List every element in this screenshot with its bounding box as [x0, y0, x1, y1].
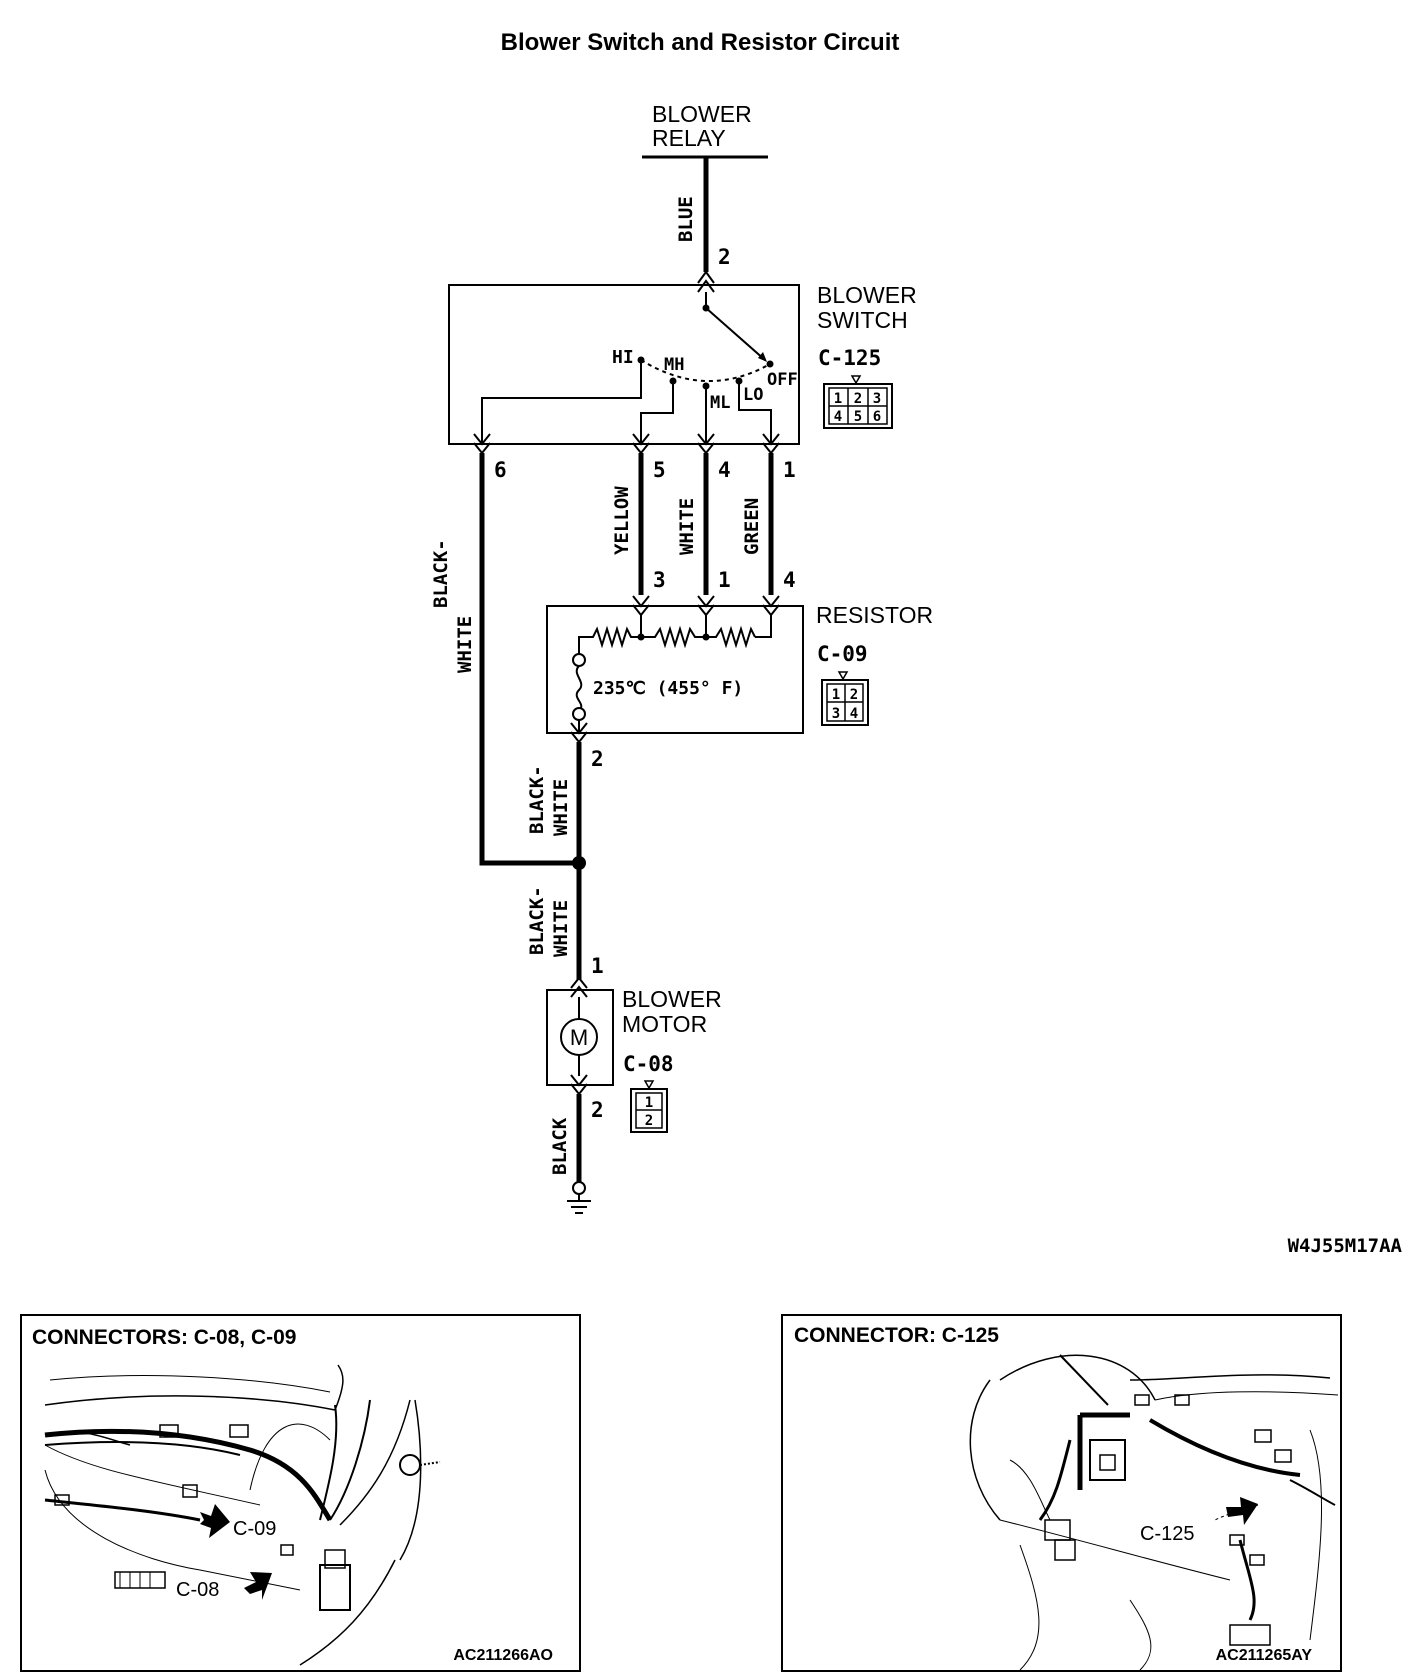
pos-off: OFF — [767, 370, 798, 390]
thermal-fuse-bottom — [572, 707, 586, 721]
svg-text:5: 5 — [854, 409, 862, 425]
svg-text:1: 1 — [645, 1095, 653, 1111]
switch-detent-arc — [640, 359, 771, 382]
panel-right-label-c125: C-125 — [1140, 1523, 1194, 1545]
leader-line-c125 — [1059, 1354, 1109, 1406]
wire-label-black: BLACK — [549, 1117, 571, 1175]
wire-label-bw-a1: BLACK- — [430, 539, 452, 608]
blower-switch: HI MH ML LO OFF BLOWER SWITCH C-125 1 2 … — [448, 270, 917, 455]
wire-label-bw-b1: BLACK- — [526, 765, 548, 834]
pin-res-3: 3 — [653, 568, 666, 592]
connector-location-panel-left: CONNECTORS: C-08, C-09 — [20, 1314, 581, 1672]
dashboard-harness-illustration-left — [44, 1364, 441, 1666]
blower-relay-label-line2: RELAY — [652, 125, 726, 151]
thermal-fuse-link — [575, 665, 583, 711]
blower-motor-label-line2: MOTOR — [622, 1011, 707, 1037]
connector-face-c08: 1 2 — [630, 1080, 668, 1133]
ground-symbol — [567, 1181, 591, 1214]
switch-lever-arrow — [758, 352, 767, 362]
blower-motor-connector-id: C-08 — [623, 1052, 674, 1076]
resistor-box — [546, 605, 804, 734]
wire-label-blue: BLUE — [675, 196, 697, 242]
pin-sw-6: 6 — [494, 458, 507, 482]
svg-text:2: 2 — [645, 1113, 653, 1129]
pin-res-1: 1 — [718, 568, 731, 592]
svg-text:1: 1 — [834, 391, 842, 407]
blower-switch-label-line1: BLOWER — [817, 282, 917, 308]
panel-left-label-c09: C-09 — [233, 1518, 276, 1540]
pos-lo: LO — [743, 385, 763, 405]
dashboard-harness-illustration-right — [969, 1354, 1339, 1671]
panel-right-code: AC211265AY — [1216, 1647, 1313, 1664]
blower-switch-box — [448, 284, 800, 445]
panel-right-frame — [781, 1314, 1342, 1672]
wire-label-bw-c2: WHITE — [550, 900, 572, 957]
switch-internal-mh — [640, 381, 674, 444]
panel-left-label-c08: C-08 — [176, 1579, 219, 1601]
switch-input-connector — [697, 270, 715, 293]
wire-label-bw-c1: BLACK- — [526, 886, 548, 955]
svg-text:4: 4 — [834, 409, 842, 425]
pin-res-2: 2 — [591, 747, 604, 771]
panel-right-title: CONNECTOR: C-125 — [794, 1324, 999, 1347]
connector-face-c09: 1 2 3 4 — [821, 671, 869, 726]
thermal-fuse-rating: 235℃ (455° F) — [593, 678, 743, 699]
arrow-c08 — [244, 1572, 272, 1600]
pin-sw-5: 5 — [653, 458, 666, 482]
pin-motor-1: 1 — [591, 954, 604, 978]
svg-text:6: 6 — [873, 409, 881, 425]
switch-internal-lo — [738, 381, 772, 444]
pin-motor-2: 2 — [591, 1098, 604, 1122]
svg-text:3: 3 — [873, 391, 881, 407]
motor-symbol-letter: M — [570, 1025, 588, 1050]
svg-text:1: 1 — [832, 687, 840, 703]
blower-relay-label-line1: BLOWER — [652, 101, 752, 127]
switch-lever — [705, 307, 766, 361]
pin-relay-2: 2 — [718, 245, 731, 269]
wire-label-green: GREEN — [741, 498, 763, 555]
pos-hi: HI — [612, 347, 634, 368]
blower-switch-label-line2: SWITCH — [817, 307, 908, 333]
motor-pin1-connector — [570, 976, 588, 998]
panel-left-frame — [20, 1314, 581, 1672]
resistor-label: RESISTOR — [816, 602, 933, 628]
resistor-coil-3 — [706, 625, 756, 649]
wire-black-white-switch — [479, 453, 579, 866]
switch-internal-hi — [481, 360, 642, 444]
connector-face-c125: 1 2 3 4 5 6 — [823, 375, 893, 429]
panel-left-code: AC211266AO — [453, 1647, 553, 1664]
resistor-coil-2 — [641, 625, 706, 649]
wire-label-bw-b2: WHITE — [550, 779, 572, 836]
splice-point — [572, 856, 586, 870]
resistor-coil-1 — [578, 625, 641, 654]
pin-sw-4: 4 — [718, 458, 731, 482]
pos-ml: ML — [710, 393, 730, 413]
arrow-c09 — [200, 1504, 230, 1538]
blower-motor: M BLOWER MOTOR C-08 1 2 — [546, 976, 722, 1133]
pin-res-4: 4 — [783, 568, 796, 592]
pin-sw-1: 1 — [783, 458, 796, 482]
resistor: 235℃ (455° F) RESISTOR C-09 1 2 3 4 — [546, 595, 933, 744]
wire-label-yellow: YELLOW — [611, 486, 633, 555]
diagram-title: Blower Switch and Resistor Circuit — [501, 29, 900, 56]
svg-text:3: 3 — [832, 706, 840, 722]
resistor-connector-id: C-09 — [817, 642, 868, 666]
panel-left-title: CONNECTORS: C-08, C-09 — [32, 1326, 297, 1349]
svg-text:4: 4 — [850, 706, 858, 722]
thermal-fuse-top — [572, 653, 586, 667]
svg-text:2: 2 — [854, 391, 862, 407]
blower-motor-label-line1: BLOWER — [622, 986, 722, 1012]
connector-location-panel-right: CONNECTOR: C-125 — [781, 1314, 1342, 1672]
wire-label-bw-a2: WHITE — [454, 616, 476, 673]
arrow-c125 — [1226, 1497, 1258, 1525]
wire-label-white: WHITE — [676, 498, 698, 555]
blower-relay: BLOWER RELAY — [642, 101, 768, 159]
pos-mh: MH — [664, 355, 684, 375]
figure-code: W4J55M17AA — [1288, 1235, 1403, 1257]
blower-switch-connector-id: C-125 — [818, 346, 881, 370]
svg-text:2: 2 — [850, 687, 858, 703]
